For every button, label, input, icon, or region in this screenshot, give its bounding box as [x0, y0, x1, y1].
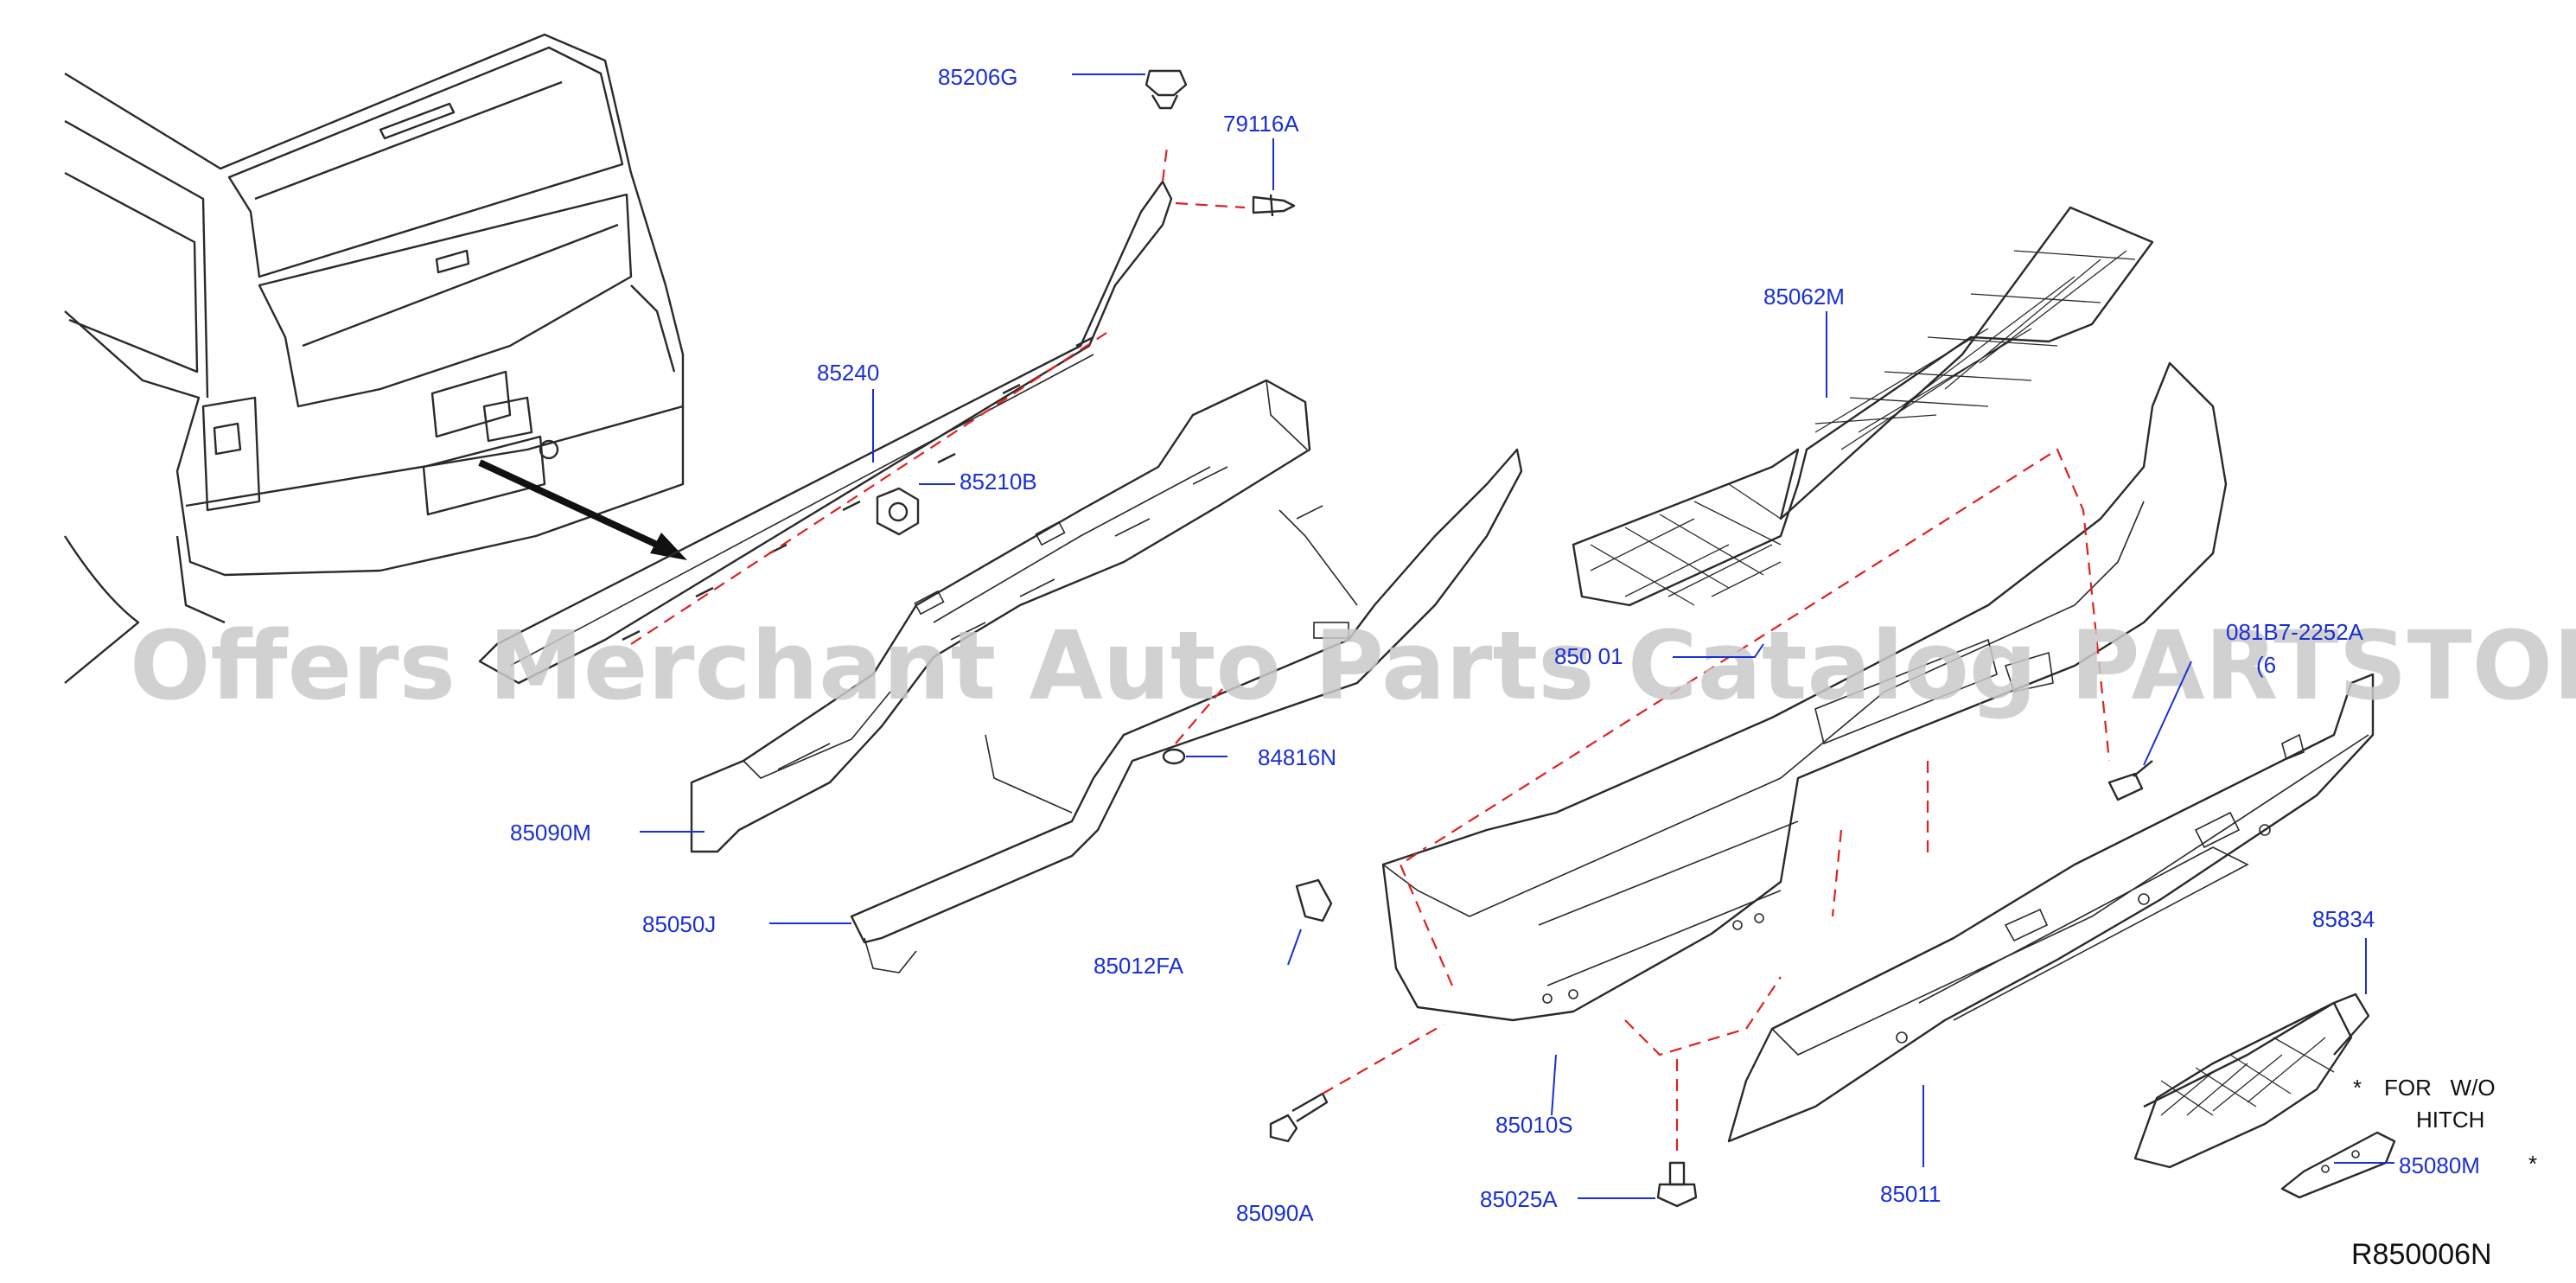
part-85012FA-harness-clip	[1295, 878, 1333, 922]
diagram-reference-code: R850006N	[2351, 1238, 2492, 1271]
label-79116A: 79116A	[1223, 111, 1299, 137]
label-85010S: 85010S	[1495, 1112, 1573, 1138]
label-85090M: 85090M	[510, 820, 591, 846]
part-85080M-cover	[2280, 1131, 2396, 1199]
part-85010S-fascia	[1381, 361, 2228, 1056]
label-84816N: 84816N	[1258, 744, 1336, 770]
label-85050J: 85050J	[642, 911, 716, 937]
leader-lines	[640, 73, 2394, 1199]
label-85062M: 85062M	[1763, 284, 1845, 310]
watermark-text: Offers Merchant Auto Parts Catalog PARTS…	[130, 610, 2576, 721]
note-line1: FOR W/O	[2384, 1075, 2496, 1101]
vehicle-rear-drawing	[63, 33, 687, 684]
part-85025A-clip	[1656, 1059, 1698, 1208]
part-85206G-clip	[1145, 69, 1188, 110]
note-asterisk: *	[2353, 1075, 2362, 1101]
part-85240-reinforcement	[478, 146, 1246, 685]
label-85240: 85240	[817, 360, 879, 386]
label-85090A: 85090A	[1236, 1200, 1314, 1226]
part-85834-step	[2133, 993, 2370, 1169]
label-85025A: 85025A	[1480, 1186, 1558, 1212]
label-850-01: 850 01	[1554, 643, 1623, 669]
label-85012FA: 85012FA	[1094, 953, 1184, 979]
part-79116A-screw	[1252, 194, 1296, 217]
part-85210B-nut	[876, 487, 920, 536]
label-85080M-asterisk: *	[2528, 1151, 2537, 1177]
label-85834: 85834	[2312, 906, 2375, 932]
label-85011: 85011	[1880, 1181, 1941, 1207]
part-84816N-clip	[1162, 748, 1186, 765]
part-85090M-absorber	[690, 379, 1311, 853]
part-85050J-bracket	[850, 448, 1523, 973]
label-85206G: 85206G	[938, 64, 1018, 90]
part-85062M-step-pad	[1572, 206, 2154, 607]
part-081B7-bolt	[2107, 760, 2153, 801]
label-85210B: 85210B	[960, 469, 1037, 495]
note-line2: HITCH	[2416, 1107, 2484, 1133]
part-85090A-bolt	[1269, 1024, 1444, 1143]
label-081B7-2252A: 081B7-2252A	[2226, 619, 2364, 645]
label-85080M: 85080M	[2399, 1152, 2480, 1178]
part-85011-armature	[1727, 673, 2375, 1143]
label-081B7-quantity: (6	[2256, 652, 2276, 678]
